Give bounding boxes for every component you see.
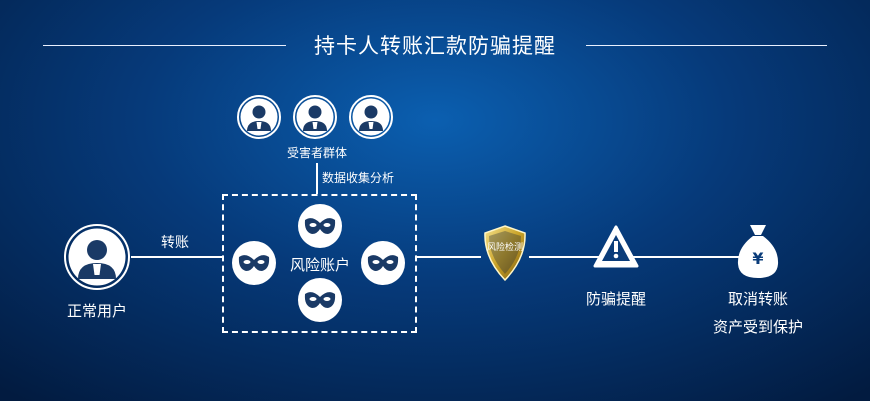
user-icon	[237, 95, 281, 139]
data-collection-label: 数据收集分析	[322, 171, 395, 185]
transfer-label: 转账	[161, 235, 189, 251]
title-rule-left	[43, 45, 286, 46]
currency-symbol: ¥	[752, 249, 764, 268]
mask-icon	[298, 204, 342, 248]
risk-account-label: 风险账户	[289, 256, 350, 274]
page-title: 持卡人转账汇款防骗提醒	[314, 34, 556, 58]
fraud-alert-label: 防骗提醒	[585, 290, 646, 308]
connector-vertical	[316, 163, 318, 194]
transfer-line	[131, 256, 222, 258]
warning-icon	[593, 225, 639, 268]
mask-icon	[361, 241, 405, 285]
normal-user-icon	[64, 224, 130, 290]
risk-detection-label: 风险检测	[486, 243, 523, 253]
title-rule-right	[586, 45, 827, 46]
funds-protected-label: 资产受到保护	[712, 318, 803, 336]
shield-icon	[484, 225, 526, 282]
mask-icon	[298, 278, 342, 322]
normal-user-label: 正常用户	[66, 302, 127, 320]
user-icon	[64, 224, 130, 290]
cancel-transfer-label: 取消转账	[727, 290, 788, 308]
title-bar: 持卡人转账汇款防骗提醒	[0, 26, 870, 66]
money-bag-icon	[737, 225, 779, 278]
risk-account-box	[222, 194, 417, 333]
connector-to-outcome	[529, 256, 751, 258]
victims-label: 受害者群体	[286, 146, 347, 160]
mask-icon	[232, 241, 276, 285]
user-icon	[293, 95, 337, 139]
connector-to-shield	[415, 256, 481, 258]
user-icon	[349, 95, 393, 139]
victim-group-icons	[237, 95, 393, 139]
